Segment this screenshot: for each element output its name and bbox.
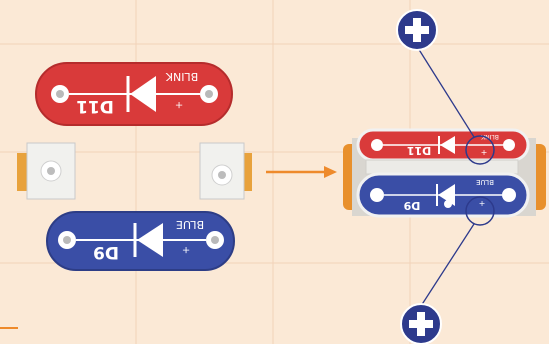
blue-led-d9-part: D9 BLUE + <box>46 211 235 271</box>
direction-arrow <box>266 166 337 178</box>
callout-line-bottom <box>420 223 475 307</box>
stacked-led-blink-name: BLINK <box>480 133 499 140</box>
stacked-red-led-d11: D11 + BLINK <box>356 128 530 162</box>
led-d11-label: D11 <box>76 96 114 116</box>
plus-marker-top <box>396 9 438 51</box>
stacked-led-d11-polarity: + <box>481 148 488 157</box>
red-led-d11-part: D11 BLINK + <box>35 62 233 126</box>
left-snap-connector <box>17 142 76 200</box>
led-d9-label: D9 <box>93 242 119 262</box>
callout-circle-top <box>465 135 495 165</box>
stacked-assembly: D11 + BLINK D9 BLUE + <box>343 128 546 218</box>
stacked-led-d9-label: D9 <box>404 199 421 212</box>
right-snap-connector <box>199 142 252 200</box>
stacked-led-d9-polarity: + <box>479 199 486 208</box>
stacked-led-d11-label: D11 <box>407 144 431 157</box>
callout-line-top <box>417 47 475 138</box>
led-blue-name: BLUE <box>176 218 204 231</box>
stacked-led-blue-name: BLUE <box>476 178 494 186</box>
plus-marker-bottom <box>400 303 442 344</box>
led-d11-polarity: + <box>175 99 183 110</box>
stacked-blue-led-d9: D9 BLUE + <box>356 172 530 218</box>
led-d9-polarity: + <box>182 244 190 255</box>
callout-circle-bottom <box>465 196 495 226</box>
led-blink-name: BLINK <box>165 70 198 83</box>
